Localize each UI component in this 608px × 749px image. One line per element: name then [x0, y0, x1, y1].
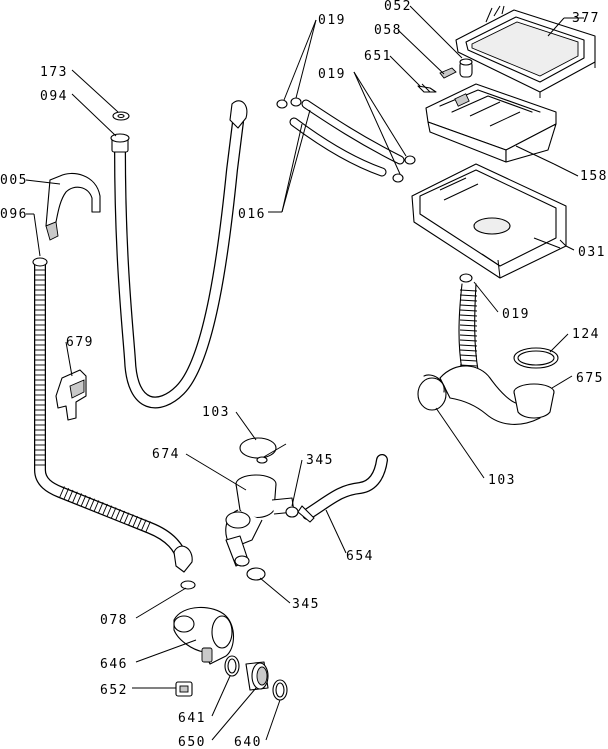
- seal-173: [112, 111, 130, 121]
- clamp-345-upper: [285, 506, 299, 518]
- label-019-top: 019: [318, 13, 346, 28]
- drawer-cover-377: [455, 5, 596, 98]
- pump-646: [173, 606, 235, 665]
- label-094: 094: [40, 89, 68, 104]
- label-675: 675: [576, 371, 604, 386]
- label-173: 173: [40, 65, 68, 80]
- label-052: 052: [384, 0, 412, 14]
- inlet-hose-tap-side: [111, 100, 248, 409]
- label-078: 078: [100, 613, 128, 628]
- label-016: 016: [238, 207, 266, 222]
- label-679: 679: [66, 335, 94, 350]
- label-103-right: 103: [488, 473, 516, 488]
- clamp-078: [180, 580, 196, 590]
- label-345-upper: 345: [306, 453, 334, 468]
- clip-124: [513, 347, 559, 369]
- ball-103-center: [239, 437, 287, 464]
- label-641: 641: [178, 711, 206, 726]
- clamp-345-lower: [246, 567, 266, 581]
- siphon-058: [439, 67, 457, 79]
- drawer-158: [425, 83, 557, 163]
- label-058: 058: [374, 23, 402, 38]
- drawer-housing-031: [411, 163, 567, 279]
- seal-640: [272, 679, 288, 701]
- lever-651: [417, 83, 437, 93]
- label-650: 650: [178, 735, 206, 749]
- label-640: 640: [234, 735, 262, 749]
- label-345-lower: 345: [292, 597, 320, 612]
- ball-103-right: [417, 374, 447, 411]
- hose-bracket-005: [45, 172, 101, 241]
- label-654: 654: [346, 549, 374, 564]
- plate-652: [175, 681, 193, 697]
- label-019-hose: 019: [318, 67, 346, 82]
- hose-654: [297, 454, 388, 523]
- label-674: 674: [152, 447, 180, 462]
- label-652: 652: [100, 683, 128, 698]
- label-377: 377: [572, 11, 600, 26]
- label-031: 031: [578, 245, 606, 260]
- sump-674: [225, 474, 295, 567]
- label-096: 096: [0, 207, 28, 222]
- label-646: 646: [100, 657, 128, 672]
- hose-holder-679: [55, 369, 87, 421]
- label-158: 158: [580, 169, 608, 184]
- connector-094: [110, 133, 130, 143]
- seal-641: [224, 655, 240, 677]
- label-019-sump: 019: [502, 307, 530, 322]
- filter-650: [245, 661, 269, 691]
- clamp-019-sump: [459, 273, 473, 283]
- leader-lines: [25, 5, 584, 741]
- clamps-019-top: [276, 97, 416, 183]
- label-651: 651: [364, 49, 392, 64]
- sump-bellows: [458, 283, 479, 371]
- label-005: 005: [0, 173, 28, 188]
- drain-hose-096: [32, 257, 193, 573]
- hose-016: [289, 99, 405, 177]
- label-124: 124: [572, 327, 600, 342]
- sump-pipe-675: [439, 365, 555, 425]
- label-103-center: 103: [202, 405, 230, 420]
- siphon-cap-052: [459, 58, 473, 78]
